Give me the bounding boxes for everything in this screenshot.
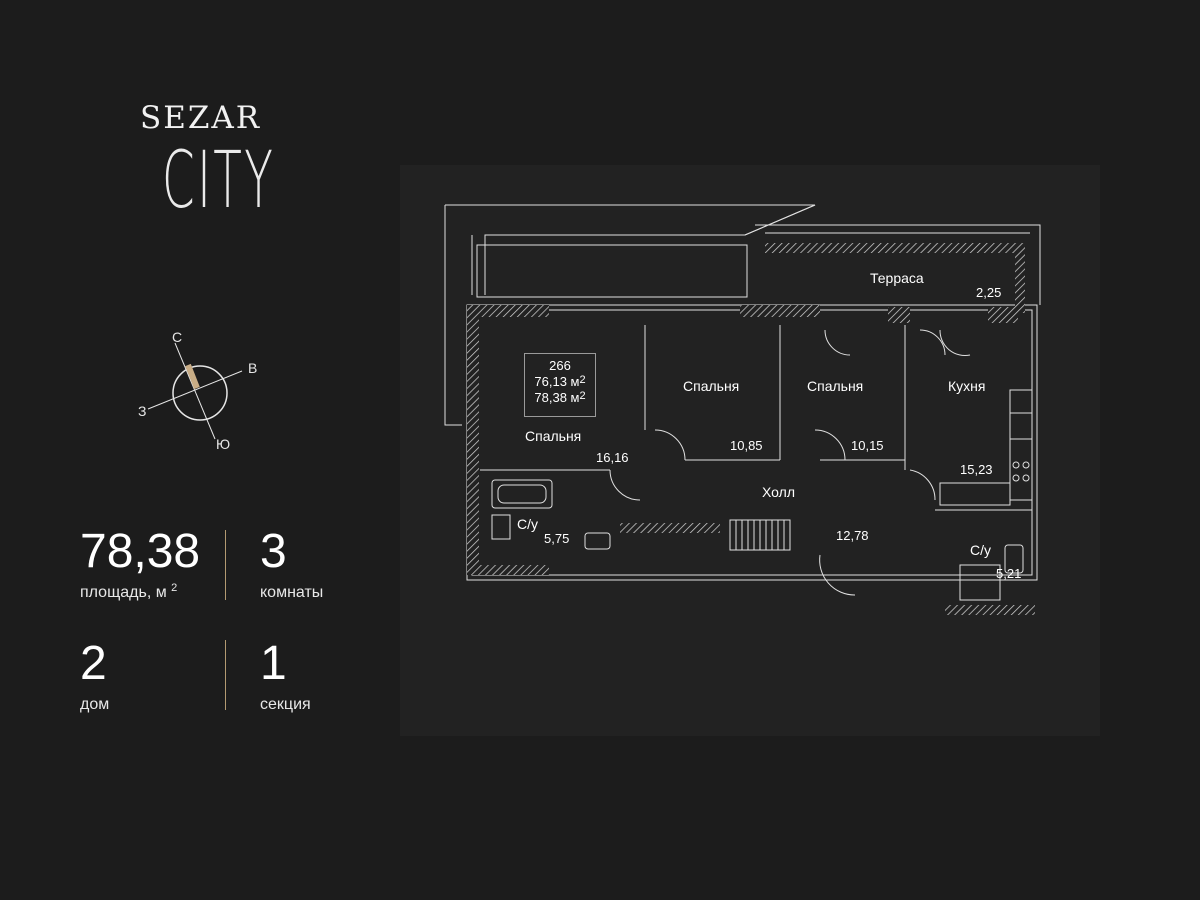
divider [225, 640, 226, 710]
room-bath2-area: 5,21 [996, 566, 1021, 581]
section-label: секция [260, 696, 311, 713]
stat-house: 2 дом [80, 640, 109, 714]
stat-area: 78,38 площадь, м 2 [80, 528, 200, 602]
room-bath2-name: С/у [970, 542, 991, 558]
room-hall-name: Холл [762, 484, 795, 500]
apartment-area-total: 78,38 м2 [534, 390, 586, 405]
room-terrace-area: 2,25 [976, 285, 1001, 300]
house-value: 2 [80, 637, 107, 690]
divider [225, 530, 226, 600]
room-terrace-name: Терраса [870, 270, 924, 286]
room-bath1-area: 5,75 [544, 531, 569, 546]
floor-plan: Терраса 2,25 Спальня 16,16 Спальня 10,85… [400, 165, 1100, 736]
stat-section: 1 секция [260, 640, 311, 714]
compass-east: В [248, 360, 257, 376]
apartment-area-living: 76,13 м2 [534, 374, 586, 389]
rooms-label: комнаты [260, 584, 324, 601]
room-bedroom3-area: 10,15 [851, 438, 884, 453]
floor-plan-drawing: Терраса 2,25 Спальня 16,16 Спальня 10,85… [444, 204, 1041, 615]
section-value: 1 [260, 637, 287, 690]
house-label: дом [80, 696, 110, 713]
room-bedroom3-name: Спальня [807, 378, 863, 394]
logo-city: CITY [162, 136, 276, 226]
room-bedroom1-name: Спальня [525, 428, 581, 444]
compass-north: С [172, 329, 182, 345]
apartment-info: 266 76,13 м2 78,38 м2 [524, 353, 596, 417]
logo-sezar: SEZAR [140, 100, 262, 136]
rooms-value: 3 [260, 525, 287, 578]
area-value: 78,38 [80, 525, 201, 578]
apartment-number: 266 [549, 358, 571, 373]
compass-west: З [138, 403, 146, 419]
area-label: площадь, м 2 [80, 582, 178, 601]
room-kitchen-name: Кухня [948, 378, 985, 394]
room-kitchen-area: 15,23 [960, 462, 993, 477]
stat-rooms: 3 комнаты [260, 528, 323, 602]
room-hall-area: 12,78 [836, 528, 869, 543]
room-bedroom2-name: Спальня [683, 378, 739, 394]
room-bath1-name: С/у [517, 516, 538, 532]
compass-south: Ю [216, 436, 230, 452]
compass-icon: С В Ю З [138, 329, 257, 452]
room-bedroom1-area: 16,16 [596, 450, 629, 465]
room-bedroom2-area: 10,85 [730, 438, 763, 453]
